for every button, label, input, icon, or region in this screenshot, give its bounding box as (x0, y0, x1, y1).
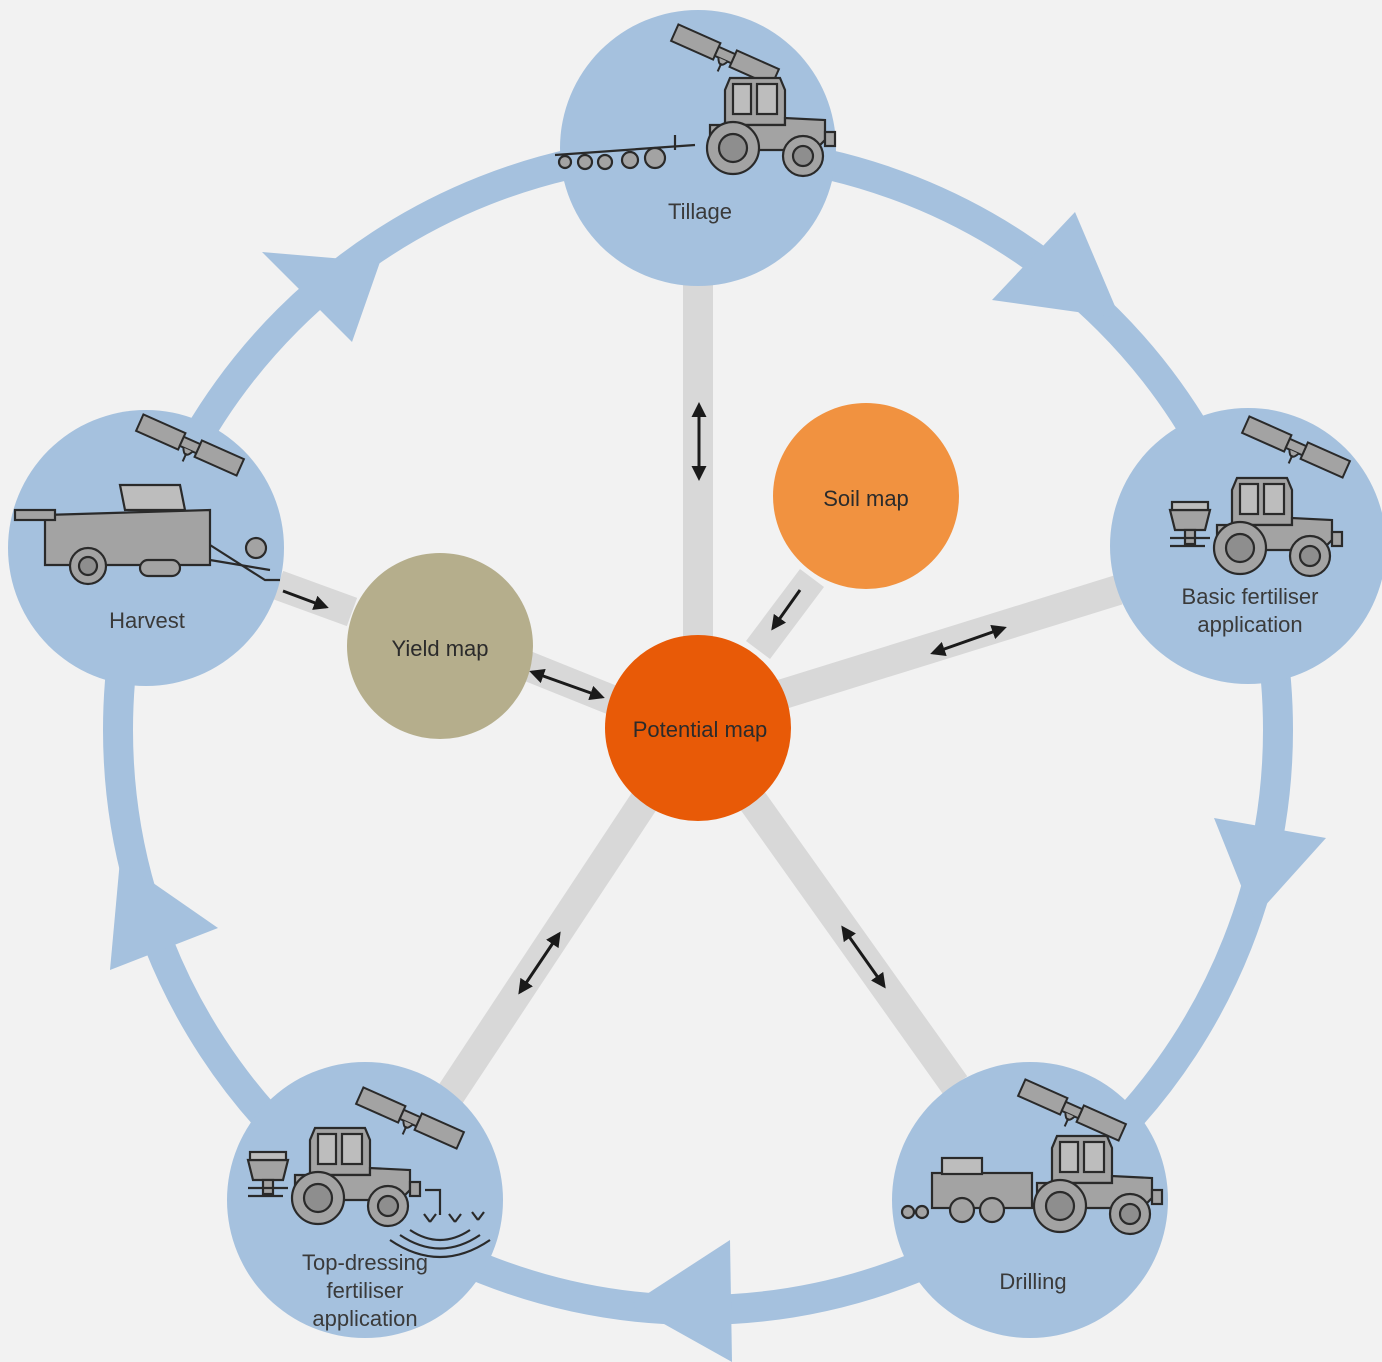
cycle-arrowheads (110, 212, 1326, 1362)
arrow-yield-potential (529, 668, 605, 701)
arrow-harvest-to-yield (282, 589, 329, 610)
potential-map-label: Potential map (633, 717, 768, 742)
spoke-basic-fertiliser (775, 575, 1123, 710)
stage-basic-fertiliser-label-line1: Basic fertiliser (1182, 584, 1319, 609)
stage-top-dressing-label-line2: fertiliser (326, 1278, 403, 1303)
arrow-drilling-potential (841, 925, 886, 989)
spoke-soil-to-potential (746, 569, 824, 659)
yield-map-node: Yield map (347, 553, 533, 739)
spoke-top-dressing (437, 791, 658, 1104)
cycle-arrowhead-tillage-to-fertiliser (992, 212, 1120, 318)
cycle-arrowhead-fertiliser-to-drilling (1214, 818, 1326, 918)
stage-tillage-label: Tillage (668, 199, 732, 224)
stage-top-dressing-label-line3: application (312, 1306, 417, 1331)
stage-harvest: Harvest (8, 410, 284, 686)
cycle-arrowhead-topdressing-to-harvest (110, 860, 218, 970)
spoke-harvest-to-yield (272, 570, 358, 627)
yield-map-label: Yield map (391, 636, 488, 661)
stage-drilling-label: Drilling (999, 1269, 1066, 1294)
stage-top-dressing-label-line1: Top-dressing (302, 1250, 428, 1275)
combine-harvester-icon (13, 483, 280, 586)
flow-arrows (282, 402, 1007, 995)
stage-top-dressing: Top-dressing fertiliser application (227, 1062, 503, 1338)
tractor-with-cultivator-icon (554, 76, 837, 178)
soil-map-label: Soil map (823, 486, 909, 511)
arrow-topdressing-potential (518, 931, 561, 995)
arrow-soil-to-potential (771, 589, 802, 631)
cycle-arrowhead-drilling-to-topdressing (630, 1240, 732, 1362)
stage-basic-fertiliser-label-line2: application (1197, 612, 1302, 637)
cycle-arrowhead-harvest-to-tillage (262, 252, 380, 342)
potential-map-node: Potential map (605, 635, 791, 821)
stage-tillage: Tillage (554, 10, 837, 286)
tractor-with-sprayer-icon (246, 1126, 491, 1258)
stage-drilling: Drilling (892, 1062, 1168, 1338)
stage-basic-fertiliser: Basic fertiliser application (1110, 408, 1382, 684)
arrow-fertiliser-potential (930, 624, 1007, 657)
soil-map-node: Soil map (773, 403, 959, 589)
stage-harvest-label: Harvest (109, 608, 185, 633)
tractor-with-drill-icon (900, 1134, 1164, 1236)
